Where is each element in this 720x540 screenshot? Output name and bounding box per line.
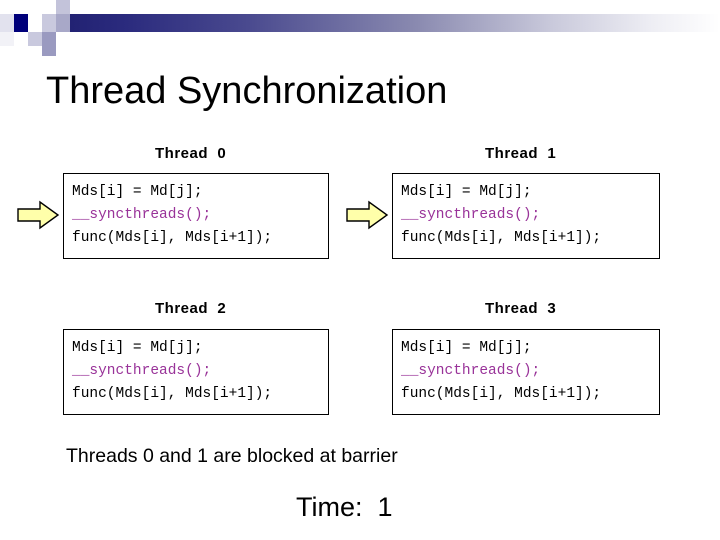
thread-label-1: Thread 1 <box>485 145 557 162</box>
banner-square <box>42 46 56 56</box>
code-line: Mds[i] = Md[j]; <box>401 340 532 356</box>
right-arrow-icon <box>346 200 389 230</box>
right-arrow-icon <box>17 200 60 230</box>
code-line-syncthreads: __syncthreads(); <box>401 207 541 223</box>
banner-square <box>14 32 28 46</box>
banner-square <box>0 14 14 32</box>
banner-square <box>28 14 42 32</box>
code-line-syncthreads: __syncthreads(); <box>72 363 212 379</box>
code-line: func(Mds[i], Mds[i+1]); <box>72 386 273 402</box>
code-box-thread-3: Mds[i] = Md[j]; __syncthreads(); func(Md… <box>392 329 660 415</box>
code-box-thread-0: Mds[i] = Md[j]; __syncthreads(); func(Md… <box>63 173 329 259</box>
banner-square <box>28 32 42 46</box>
code-line: Mds[i] = Md[j]; <box>401 184 532 200</box>
code-line: func(Mds[i], Mds[i+1]); <box>401 230 602 246</box>
banner-square <box>56 32 70 46</box>
code-line: func(Mds[i], Mds[i+1]); <box>401 386 602 402</box>
thread-label-2: Thread 2 <box>155 300 227 317</box>
barrier-caption: Threads 0 and 1 are blocked at barrier <box>66 445 398 467</box>
code-line-syncthreads: __syncthreads(); <box>401 363 541 379</box>
header-banner <box>0 0 720 56</box>
banner-square <box>0 32 14 46</box>
thread-label-0: Thread 0 <box>155 145 227 162</box>
banner-square <box>28 0 42 14</box>
time-counter: Time: 1 <box>296 492 393 522</box>
banner-square <box>42 14 56 32</box>
code-line: Mds[i] = Md[j]; <box>72 340 203 356</box>
banner-square <box>56 14 70 32</box>
code-line: Mds[i] = Md[j]; <box>72 184 203 200</box>
banner-square <box>42 32 56 46</box>
thread-label-3: Thread 3 <box>485 300 557 317</box>
banner-square <box>14 14 28 32</box>
banner-square <box>56 0 70 14</box>
banner-gradient-bar <box>46 14 720 32</box>
banner-square <box>42 0 56 14</box>
code-box-thread-1: Mds[i] = Md[j]; __syncthreads(); func(Md… <box>392 173 660 259</box>
page-title: Thread Synchronization <box>46 70 448 112</box>
banner-square <box>0 0 14 14</box>
banner-square <box>28 46 42 56</box>
code-line: func(Mds[i], Mds[i+1]); <box>72 230 273 246</box>
code-box-thread-2: Mds[i] = Md[j]; __syncthreads(); func(Md… <box>63 329 329 415</box>
banner-square <box>14 0 28 14</box>
code-line-syncthreads: __syncthreads(); <box>72 207 212 223</box>
